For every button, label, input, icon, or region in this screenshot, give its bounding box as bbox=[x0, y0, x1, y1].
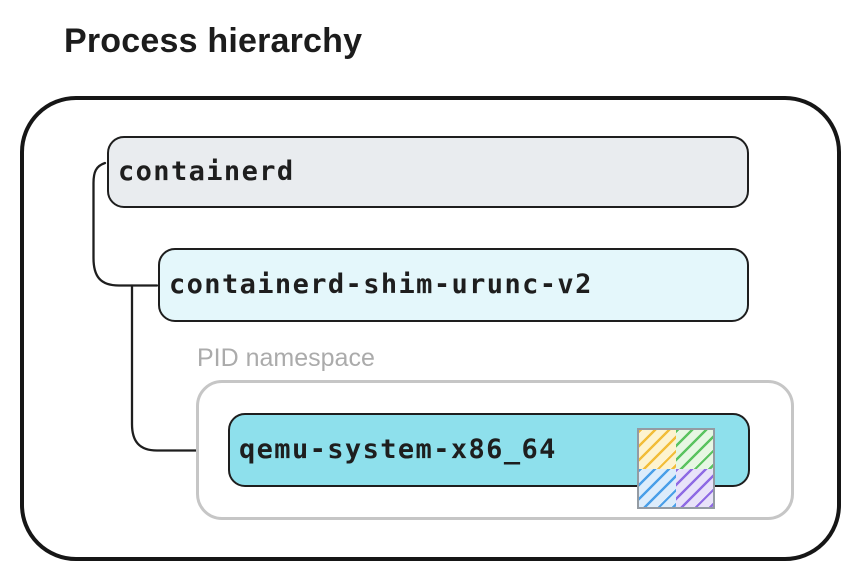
process-node-containerd-shim-urunc-v2: containerd-shim-urunc-v2 bbox=[158, 248, 749, 322]
hatch-yellow-quadrant bbox=[639, 430, 676, 469]
hatch-purple-quadrant bbox=[676, 468, 713, 507]
diagram-title: Process hierarchy bbox=[64, 22, 363, 60]
hatch-green-quadrant bbox=[676, 430, 713, 469]
process-node-containerd-label: containerd bbox=[118, 156, 295, 187]
process-node-containerd: containerd bbox=[107, 136, 749, 208]
vm-hatched-square-icon bbox=[637, 428, 715, 509]
process-node-shim-label: containerd-shim-urunc-v2 bbox=[169, 269, 593, 300]
process-node-qemu-label: qemu-system-x86_64 bbox=[239, 434, 557, 465]
host-box bbox=[20, 96, 841, 561]
edge-containerd-qemu bbox=[130, 284, 229, 452]
pid-namespace-label: PID namespace bbox=[197, 344, 375, 372]
edge-containerd-shim bbox=[92, 161, 159, 287]
hatch-blue-quadrant bbox=[639, 468, 676, 507]
